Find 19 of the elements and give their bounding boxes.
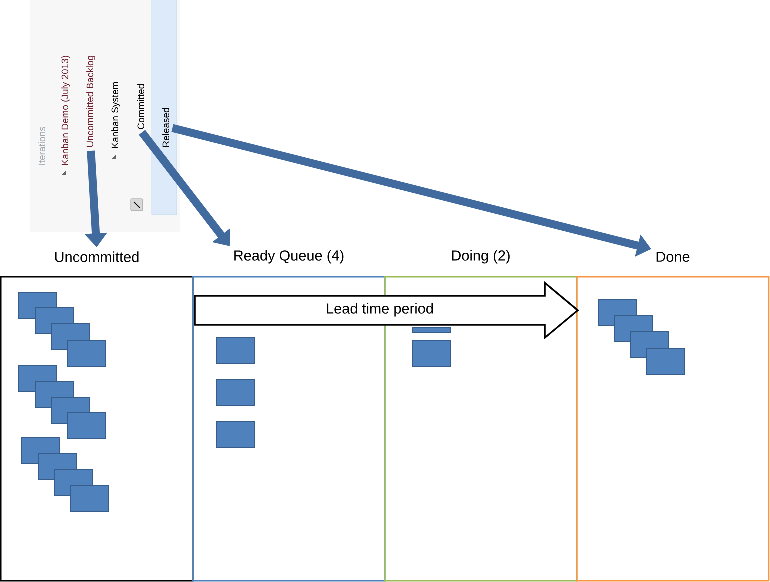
- panel-heading: Iterations: [38, 127, 46, 165]
- card: [216, 379, 255, 406]
- card: [412, 340, 451, 367]
- card: [216, 337, 255, 364]
- tree-item: Kanban System: [112, 82, 120, 148]
- card: [216, 421, 255, 448]
- tree-item: Kanban Demo (July 2013): [62, 56, 70, 166]
- node-label: Ready Queue (4): [234, 250, 344, 264]
- tree-item: Committed: [138, 84, 144, 130]
- tree-item: Uncommitted Backlog: [86, 56, 96, 148]
- node-label: Done: [656, 252, 690, 262]
- card: [412, 327, 451, 333]
- card: [67, 340, 106, 367]
- card: [67, 412, 106, 439]
- tree-item: Released: [162, 108, 170, 148]
- node-label: Doing (2): [452, 250, 510, 264]
- card: [646, 348, 685, 375]
- card: [70, 485, 109, 512]
- node-label: Uncommitted: [55, 252, 139, 262]
